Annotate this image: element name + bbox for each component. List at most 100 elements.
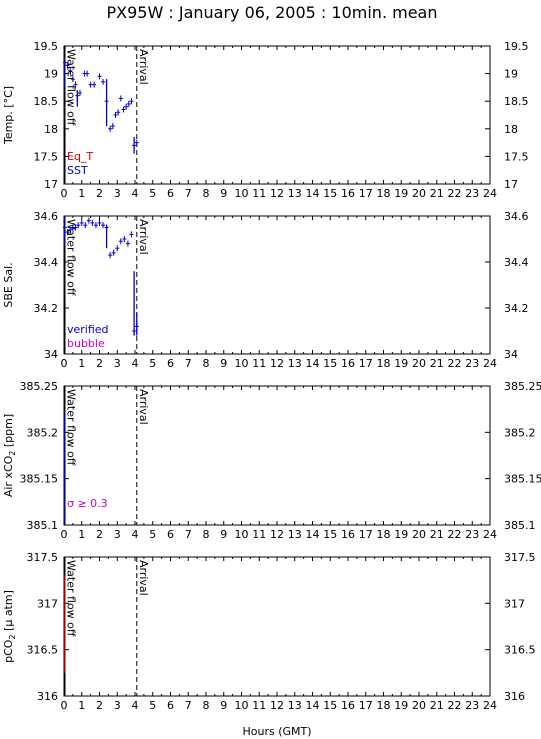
x-tick-label: 10 — [235, 357, 249, 370]
data-point — [62, 59, 67, 66]
y-axis-label-tail: [ppm] — [2, 414, 15, 451]
legend-entry: SST — [67, 164, 88, 177]
x-tick-label: 5 — [149, 528, 156, 541]
x-tick-label: 5 — [149, 357, 156, 370]
y-tick-label-left: 316.5 — [27, 644, 59, 657]
x-tick-label: 19 — [394, 357, 408, 370]
x-tick-label: 13 — [288, 187, 302, 200]
x-tick-label: 23 — [465, 699, 479, 712]
x-tick-label: 9 — [220, 528, 227, 541]
x-tick-label: 13 — [288, 699, 302, 712]
x-tick-label: 9 — [220, 187, 227, 200]
x-tick-label: 14 — [306, 699, 320, 712]
x-tick-label: 11 — [252, 187, 266, 200]
x-tick-label: 22 — [448, 357, 462, 370]
data-point — [104, 98, 109, 105]
x-tick-label: 16 — [341, 699, 355, 712]
x-tick-label: 8 — [203, 187, 210, 200]
x-tick-label: 12 — [270, 699, 284, 712]
y-tick-label-right: 385.25 — [504, 380, 541, 393]
data-point — [118, 238, 123, 245]
x-tick-label: 5 — [149, 699, 156, 712]
data-point — [77, 89, 82, 96]
y-tick-label-right: 34 — [504, 348, 518, 361]
x-tick-label: 14 — [306, 528, 320, 541]
x-tick-label: 7 — [185, 357, 192, 370]
x-tick-label: 18 — [377, 528, 391, 541]
y-tick-label-right: 19 — [504, 68, 518, 81]
data-point — [113, 112, 118, 118]
y-axis-label-sub: 2 — [8, 634, 17, 639]
data-point — [97, 73, 102, 80]
plot-frame — [63, 45, 491, 185]
x-tick-label: 9 — [220, 699, 227, 712]
y-axis-label: Air xCO2 [ppm] — [2, 414, 17, 497]
x-tick-label: 10 — [235, 187, 249, 200]
y-tick-label-left: 34 — [44, 348, 58, 361]
y-axis-label-sub: 2 — [8, 451, 17, 456]
legend-entry: σ ≥ 0.3 — [67, 497, 108, 510]
data-point — [85, 70, 90, 77]
x-tick-label: 15 — [323, 528, 337, 541]
x-tick-label: 3 — [114, 187, 121, 200]
y-axis-label: Temp. [°C] — [2, 86, 15, 145]
y-tick-label-left: 385.15 — [20, 473, 59, 486]
x-tick-label: 2 — [96, 357, 103, 370]
plot-frame — [63, 385, 491, 526]
y-tick-label-right: 317.5 — [504, 551, 536, 564]
data-point — [121, 106, 126, 113]
y-tick-label-left: 385.25 — [20, 380, 59, 393]
x-tick-label: 1 — [78, 528, 85, 541]
data-point — [62, 224, 67, 231]
y-tick-label-left: 317 — [37, 597, 58, 610]
data-point — [108, 252, 113, 259]
x-tick-label: 11 — [252, 528, 266, 541]
data-point — [110, 123, 115, 130]
y-tick-label-left: 34.2 — [34, 302, 59, 315]
arrival-annotation: Arrival — [137, 219, 150, 255]
chart-title: PX95W : January 06, 2005 : 10min. mean — [107, 3, 438, 22]
data-point — [126, 100, 131, 107]
data-point — [65, 62, 70, 69]
x-tick-label: 14 — [306, 357, 320, 370]
x-tick-label: 12 — [270, 187, 284, 200]
y-axis-label-main: Temp. [°C] — [2, 86, 15, 145]
legend-entry: verified — [67, 323, 109, 336]
data-point — [68, 67, 73, 74]
x-tick-label: 21 — [430, 357, 444, 370]
x-tick-label: 20 — [412, 357, 426, 370]
y-tick-label-right: 385.1 — [504, 519, 536, 532]
y-tick-label-right: 34.6 — [504, 210, 529, 223]
x-tick-label: 23 — [465, 357, 479, 370]
water-flow-off-annotation: Water flow off — [65, 389, 78, 466]
data-point — [101, 222, 106, 229]
x-tick-label: 17 — [359, 699, 373, 712]
x-tick-label: 21 — [430, 528, 444, 541]
x-tick-label: 0 — [61, 528, 68, 541]
x-tick-label: 6 — [167, 187, 174, 200]
data-point — [97, 219, 102, 226]
x-tick-label: 12 — [270, 357, 284, 370]
data-point — [108, 125, 113, 132]
x-tick-label: 18 — [377, 187, 391, 200]
data-point — [90, 219, 95, 226]
data-point — [75, 92, 80, 99]
x-tick-label: 2 — [96, 699, 103, 712]
y-tick-label-left: 316 — [37, 690, 58, 703]
y-tick-label-right: 18 — [504, 123, 518, 136]
x-tick-label: 15 — [323, 187, 337, 200]
x-tick-label: 3 — [114, 699, 121, 712]
y-tick-label-left: 17 — [44, 178, 58, 191]
x-tick-label: 13 — [288, 357, 302, 370]
water-flow-off-annotation: Water flow off — [65, 560, 78, 637]
y-tick-label-right: 385.15 — [504, 473, 541, 486]
arrival-annotation: Arrival — [137, 560, 150, 596]
x-tick-label: 8 — [203, 528, 210, 541]
x-tick-label: 13 — [288, 528, 302, 541]
x-tick-label: 24 — [483, 528, 497, 541]
y-tick-label-right: 19.5 — [504, 40, 529, 53]
